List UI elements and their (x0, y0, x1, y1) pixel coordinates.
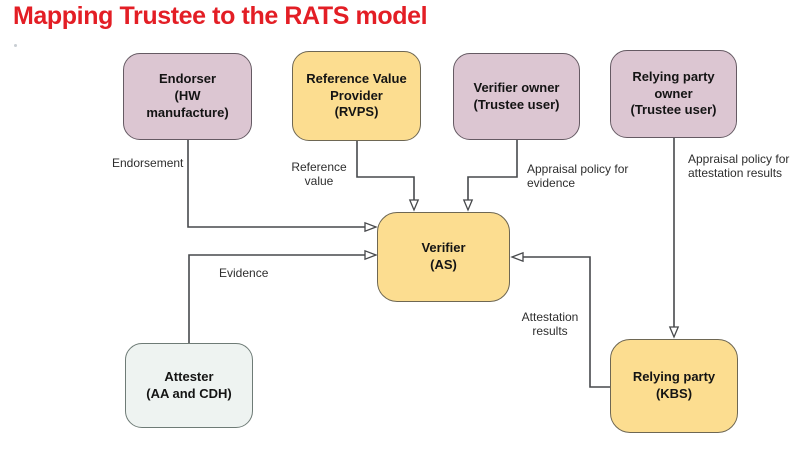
node-relying-party-owner-label: Relying party owner (Trustee user) (630, 68, 717, 118)
arrowhead-appraisal-evidence (462, 199, 474, 212)
stray-dot (14, 44, 17, 47)
node-reference-value-provider: Reference Value Provider (RVPS) (292, 51, 421, 141)
node-endorser: Endorser (HW manufacture) (123, 53, 252, 140)
arrowhead-evidence (364, 249, 378, 261)
node-verifier: Verifier (AS) (377, 212, 510, 302)
arrowhead-endorsement (364, 221, 378, 233)
edge-appraisal-evidence-line (467, 140, 518, 201)
node-relying-party-owner: Relying party owner (Trustee user) (610, 50, 737, 138)
node-relying-party: Relying party (KBS) (610, 339, 738, 433)
node-attester: Attester (AA and CDH) (125, 343, 253, 428)
node-endorser-label: Endorser (HW manufacture) (146, 71, 229, 120)
edge-reference-value-line (356, 141, 415, 201)
node-verifier-label: Verifier (AS) (421, 240, 466, 272)
edge-label-reference-value: Reference value (291, 160, 347, 189)
node-attester-label: Attester (AA and CDH) (146, 368, 232, 401)
edge-evidence-line (188, 254, 365, 343)
page-title: Mapping Trustee to the RATS model (13, 2, 428, 30)
node-rvps-label: Reference Value Provider (RVPS) (306, 70, 407, 120)
edge-label-appraisal-policy-attestation: Appraisal policy for attestation results (688, 152, 790, 181)
edge-label-appraisal-policy-evidence: Appraisal policy for evidence (527, 162, 629, 191)
edge-label-evidence: Evidence (219, 266, 269, 280)
node-verifier-owner-label: Verifier owner (Trustee user) (473, 79, 560, 112)
arrowhead-appraisal-attestation (668, 326, 680, 339)
node-relying-party-label: Relying party (KBS) (632, 369, 716, 401)
edge-label-attestation-results: Attestation results (521, 310, 579, 339)
node-verifier-owner: Verifier owner (Trustee user) (453, 53, 580, 140)
arrowhead-attestation-results (510, 251, 524, 263)
arrowhead-reference-value (408, 199, 420, 212)
edge-label-endorsement: Endorsement (112, 156, 184, 170)
